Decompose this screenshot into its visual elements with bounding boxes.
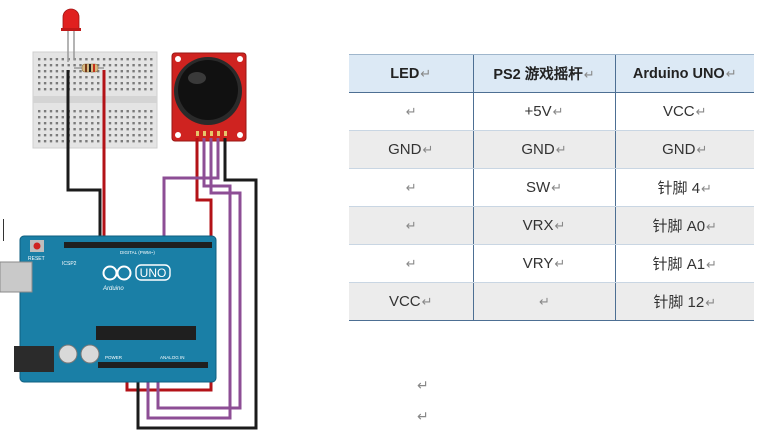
- table-header-row: LED↵ PS2 游戏摇杆↵ Arduino UNO↵: [349, 54, 754, 93]
- paragraph-mark: ↵: [539, 294, 550, 309]
- table-cell: ↵: [349, 168, 473, 207]
- table-cell: ↵: [349, 92, 473, 131]
- header-power-label: POWER: [105, 355, 123, 360]
- text-cursor: [3, 219, 4, 241]
- icsp-label: ICSP2: [62, 261, 77, 267]
- arduino-uno-board: RESET ICSP2 DIGITAL (PWM~) POWER ANALOG …: [0, 235, 217, 383]
- paragraph-mark: ↵: [421, 294, 433, 309]
- cell-text: 针脚 4: [657, 180, 701, 197]
- table-cell: VRY↵: [472, 244, 615, 283]
- paragraph-mark: ↵: [405, 180, 417, 195]
- infinity-logo-icon: [102, 265, 132, 281]
- table-row: GND↵GND↵GND↵: [349, 130, 754, 169]
- wiring-table: LED↵ PS2 游戏摇杆↵ Arduino UNO↵ ↵+5V↵VCC↵GND…: [349, 54, 754, 321]
- paragraph-mark: ↵: [405, 218, 417, 233]
- paragraph-mark: ↵: [420, 65, 432, 81]
- table-cell: 针脚 4↵: [614, 168, 754, 207]
- paragraph-mark: ↵: [706, 257, 717, 272]
- circuit-diagram: RESET ICSP2 DIGITAL (PWM~) POWER ANALOG …: [0, 8, 258, 430]
- paragraph-mark: ↵: [551, 180, 563, 195]
- table-cell: 针脚 A0↵: [614, 206, 754, 245]
- table-cell: ↵: [349, 206, 473, 245]
- paragraph-mark: ↵: [552, 104, 564, 119]
- paragraph-mark: ↵: [555, 142, 567, 157]
- paragraph-mark: ↵: [417, 377, 429, 393]
- paragraph-mark: ↵: [695, 104, 707, 119]
- cell-text: GND: [521, 141, 555, 158]
- led-component: [61, 8, 81, 62]
- table-cell: VRX↵: [472, 206, 615, 245]
- paragraph-mark: ↵: [701, 181, 712, 196]
- table-row: ↵VRX↵针脚 A0↵: [349, 206, 754, 245]
- table-cell: GND↵: [349, 130, 473, 169]
- paragraph-mark: ↵: [554, 218, 566, 233]
- header-digital-label: DIGITAL (PWM~): [120, 250, 155, 255]
- table-cell: GND↵: [472, 130, 615, 169]
- table-cell: 针脚 12↵: [614, 282, 754, 321]
- table-cell: +5V↵: [472, 92, 615, 131]
- table-row: ↵VRY↵针脚 A1↵: [349, 244, 754, 283]
- paragraph-mark: ↵: [706, 219, 717, 234]
- table-row: ↵SW↵针脚 4↵: [349, 168, 754, 207]
- paragraph-mark: ↵: [696, 142, 708, 157]
- header-text: Arduino UNO: [632, 65, 725, 82]
- table-row: ↵+5V↵VCC↵: [349, 92, 754, 131]
- cell-text: 针脚 A0: [652, 218, 706, 235]
- table-cell: VCC↵: [614, 92, 754, 131]
- header-text: LED: [390, 65, 420, 82]
- cell-text: +5V: [524, 103, 552, 120]
- joystick-module: [171, 52, 247, 142]
- resistor: [74, 63, 104, 73]
- paragraph-mark: ↵: [583, 67, 595, 82]
- paragraph-mark: ↵: [554, 256, 566, 271]
- cell-text: VRY: [522, 255, 554, 272]
- cell-text: 针脚 12: [653, 294, 705, 311]
- board-logo-text: UNO: [140, 266, 167, 280]
- table-cell: SW↵: [472, 168, 615, 207]
- paragraph-mark: ↵: [417, 408, 429, 424]
- cell-text: GND: [388, 141, 422, 158]
- table-cell: GND↵: [614, 130, 754, 169]
- header-analog-label: ANALOG IN: [160, 355, 185, 360]
- header-cell: Arduino UNO↵: [614, 54, 754, 93]
- paragraph-mark: ↵: [705, 295, 717, 310]
- cell-text: VRX: [522, 217, 554, 234]
- table-cell: ↵: [472, 282, 615, 321]
- table-cell: 针脚 A1↵: [614, 244, 754, 283]
- paragraph-mark: ↵: [405, 256, 417, 271]
- header-cell: PS2 游戏摇杆↵: [472, 54, 615, 93]
- header-text: PS2 游戏摇杆: [493, 67, 583, 83]
- reset-label: RESET: [28, 256, 45, 262]
- paragraph-mark: ↵: [725, 65, 737, 81]
- cell-text: GND: [662, 141, 696, 158]
- paragraph-mark: ↵: [422, 142, 434, 157]
- table-row: VCC↵↵针脚 12↵: [349, 282, 754, 321]
- table-cell: ↵: [349, 244, 473, 283]
- table-cell: VCC↵: [349, 282, 473, 321]
- header-cell: LED↵: [349, 54, 473, 93]
- board-brand-text: Arduino: [102, 286, 124, 292]
- paragraph-mark: ↵: [405, 104, 417, 119]
- cell-text: VCC: [662, 103, 695, 120]
- cell-text: SW: [525, 179, 551, 196]
- cell-text: 针脚 A1: [652, 256, 706, 273]
- cell-text: VCC: [388, 293, 421, 310]
